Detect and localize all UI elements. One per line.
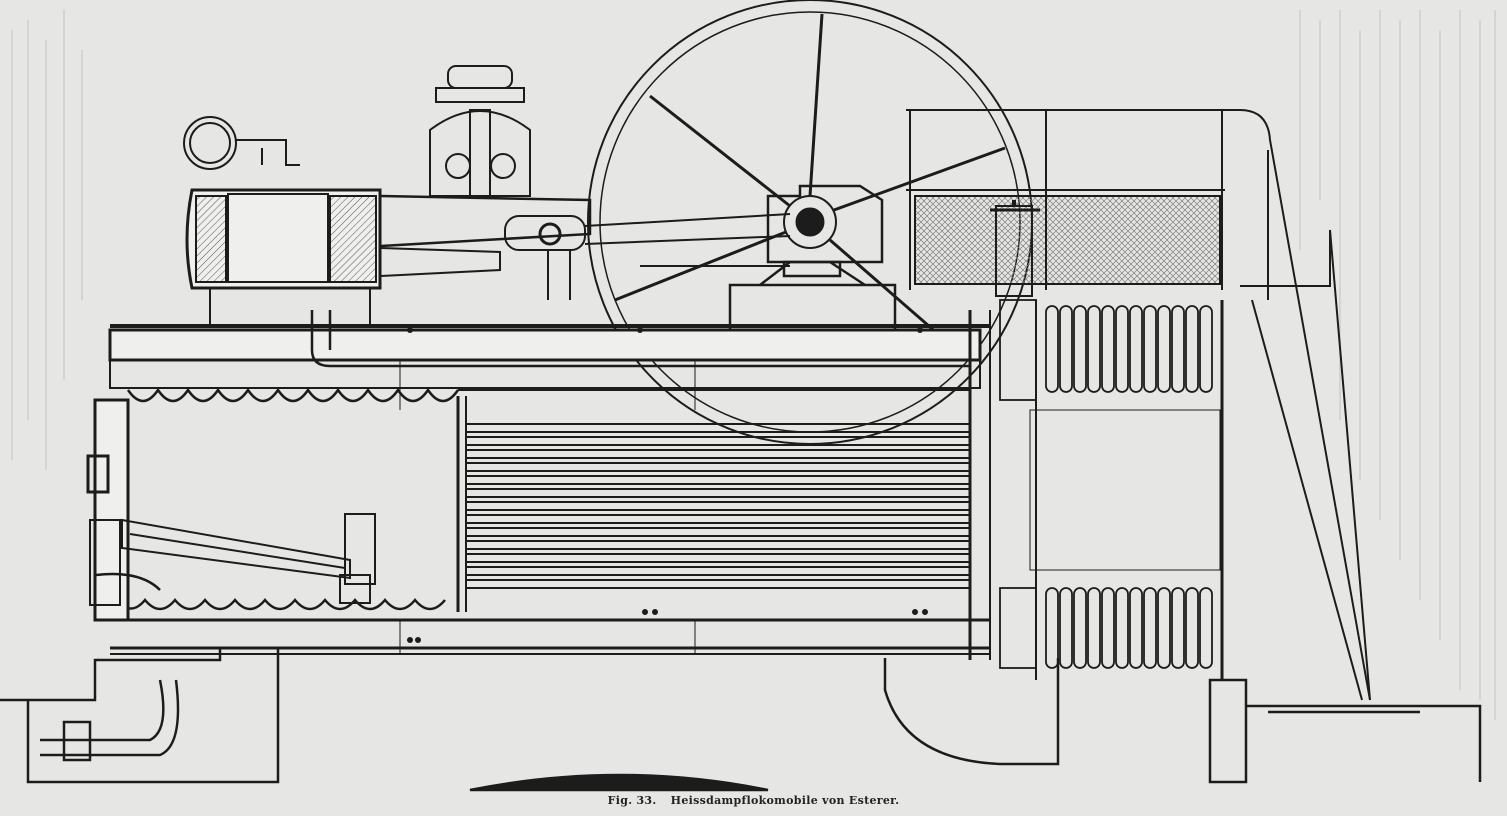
coil-loop — [1185, 587, 1199, 669]
fire-tube — [465, 514, 971, 524]
coil-loop — [1101, 587, 1115, 669]
coil-loop — [1157, 305, 1171, 393]
coil-loop — [1129, 305, 1143, 393]
coil-loop — [1199, 305, 1213, 393]
coil-loop — [1073, 305, 1087, 393]
figure-caption: Fig. 33. Heissdampflokomobile von Estere… — [0, 794, 1507, 807]
fire-tube — [465, 462, 971, 472]
coil-loop — [1185, 305, 1199, 393]
coil-loop — [1143, 305, 1157, 393]
coil-loop — [1115, 587, 1129, 669]
coil-loop — [1143, 587, 1157, 669]
bolts — [407, 327, 928, 643]
smokebox — [990, 200, 1040, 297]
coil-loop — [1059, 305, 1073, 393]
pressure-gauge — [183, 116, 300, 170]
fire-tube — [465, 553, 971, 563]
connecting-rod — [504, 213, 791, 300]
crankshaft-bearing — [728, 184, 897, 332]
coil-loop — [1129, 587, 1143, 669]
figure-label: Fig. 33. — [607, 794, 657, 807]
governor — [429, 65, 531, 197]
fire-tube — [465, 527, 971, 537]
coil-loop — [1087, 305, 1101, 393]
coil-loop — [1171, 587, 1185, 669]
steam-cylinder — [185, 188, 592, 327]
fire-tube — [465, 579, 971, 589]
fire-tube — [465, 436, 971, 446]
fire-tube — [465, 488, 971, 498]
boiler-shell — [108, 310, 991, 660]
fire-tube — [465, 501, 971, 511]
coil-loop — [1045, 305, 1059, 393]
coil-loop — [1087, 587, 1101, 669]
coil-loop — [1059, 587, 1073, 669]
fire-tube — [465, 449, 971, 459]
firebox — [86, 396, 467, 622]
bleed-through-text — [11, 10, 1496, 720]
coil-loop — [1115, 305, 1129, 393]
coil-loop — [1101, 305, 1115, 393]
grate — [95, 513, 376, 604]
fire-tube — [465, 475, 971, 485]
coil-loop — [1073, 587, 1087, 669]
coil-loop — [1045, 587, 1059, 669]
superheater-coils — [999, 299, 1224, 680]
feed-pipe — [40, 310, 970, 762]
railing-platform — [906, 109, 1371, 701]
foundation — [0, 648, 1482, 792]
coil-loop — [1157, 587, 1171, 669]
figure-title: Heissdampflokomobile von Esterer. — [670, 794, 900, 807]
coil-loop — [1171, 305, 1185, 393]
fire-tube — [465, 540, 971, 550]
fire-tubes — [465, 423, 971, 589]
fire-tube — [465, 566, 971, 576]
coil-loop — [1199, 587, 1213, 669]
